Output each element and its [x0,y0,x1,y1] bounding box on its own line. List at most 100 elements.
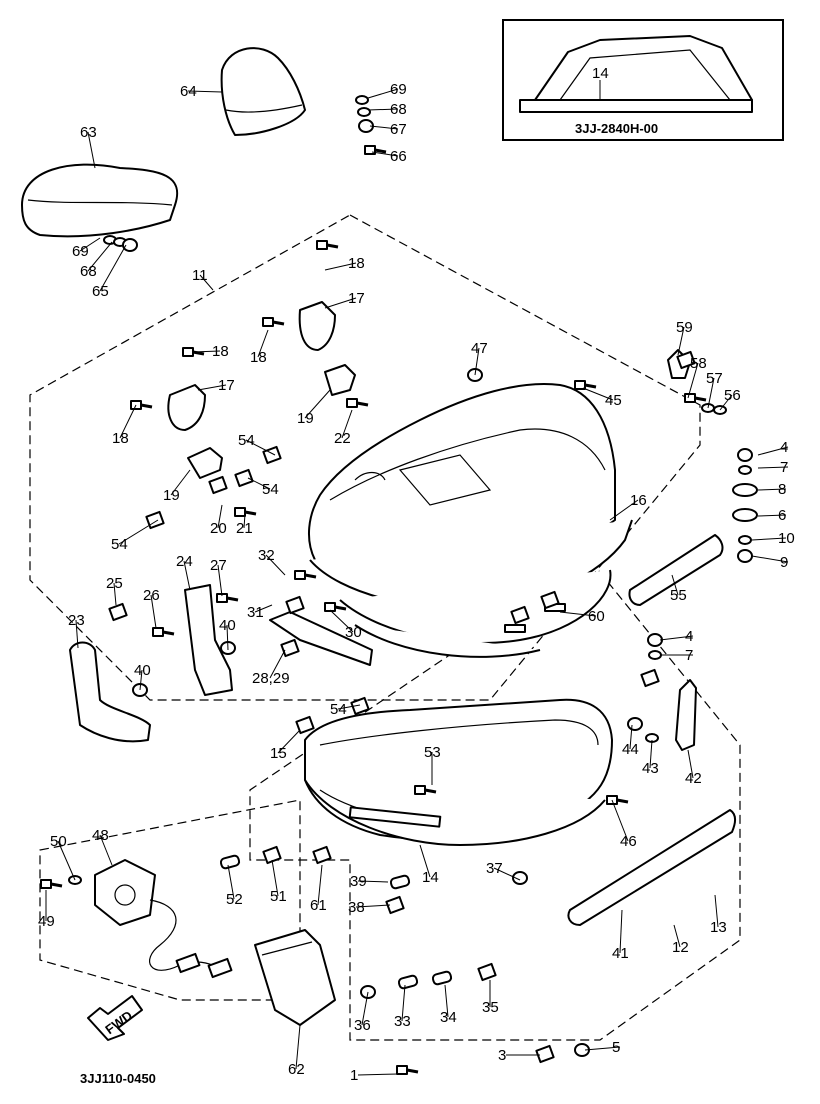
callout-c54b: 54 [262,481,279,498]
callout-c69a: 69 [390,81,407,98]
hardware-washer-55 [357,107,371,117]
leader-c8 [757,488,787,491]
callout-c9: 9 [780,554,788,571]
callout-c64: 64 [180,83,197,100]
leader-c19b [170,469,191,496]
leader-c18a [324,262,357,271]
callout-c4b: 4 [685,628,693,645]
seat-pad-64 [220,47,306,136]
callout-c12: 12 [672,939,689,956]
hardware-bolt-24 [396,1065,419,1075]
callout-c60: 60 [588,608,605,625]
hardware-block-63 [540,590,560,610]
leader-c1 [357,1073,399,1076]
topcase-lid [308,383,633,658]
callout-c36: 36 [354,1017,371,1034]
leader-c18b [257,329,269,358]
leader-c50 [57,840,76,881]
hardware-washer-15 [648,650,662,660]
callout-c21: 21 [236,520,253,537]
leader-c13 [714,894,719,928]
leader-c69b [79,237,101,252]
hardware-clip-32 [219,854,241,870]
hardware-block-50 [280,638,300,658]
hardware-clip-26 [397,974,419,990]
callout-c19a: 19 [297,410,314,427]
leader-c57 [707,377,715,409]
callout-c31: 31 [247,604,264,621]
leader-c23 [75,619,79,649]
callout-c14a: 14 [422,869,439,886]
hardware-bolt-44 [216,593,239,603]
callout-c17b: 17 [218,377,235,394]
leader-c12 [673,924,681,948]
tail-lamp-48 [94,859,233,979]
callout-c26: 26 [143,587,160,604]
callout-c42: 42 [685,770,702,787]
callout-c51: 51 [270,888,287,905]
leader-c18d [119,404,137,439]
bracket-42 [675,679,697,751]
hardware-block-40 [234,468,254,488]
leader-c36 [361,991,369,1026]
callout-c54c: 54 [111,536,128,553]
leader-c66 [371,151,399,157]
hardware-bolt-43 [152,627,175,637]
callout-c68b: 68 [80,263,97,280]
hardware-clip-29 [389,874,411,890]
hardware-block-22 [535,1044,555,1064]
callout-c58: 58 [690,355,707,372]
callout-c7a: 7 [780,459,788,476]
hardware-block-31 [312,845,332,865]
side-trim-41 [567,809,737,926]
callout-c38: 38 [348,899,365,916]
leader-c22 [341,409,353,439]
callout-c39: 39 [350,873,367,890]
callout-c46: 46 [620,833,637,850]
hardware-block-39 [262,445,282,465]
hardware-washer-12 [738,535,752,545]
callout-c40b: 40 [134,662,151,679]
leader-c4a [757,446,789,456]
hardware-bolt-0 [316,240,339,250]
hardware-nut-21 [512,871,528,885]
callout-c20: 20 [210,520,227,537]
hardware-block-30 [385,895,405,915]
leader-c58 [687,362,699,399]
leader-c17b [197,384,227,391]
leader-c52 [227,864,235,900]
callout-c24: 24 [176,553,193,570]
callout-c18d: 18 [112,430,129,447]
callout-c40a: 40 [219,617,236,634]
hardware-washer-9 [738,465,752,475]
hardware-bolt-5 [234,507,257,517]
hardware-bolt-35 [40,879,63,889]
leader-c54a [245,439,276,456]
lever-28-29 [269,611,373,666]
leader-c39 [357,880,389,883]
leader-c27 [217,564,223,597]
callout-c5: 5 [612,1039,620,1056]
leader-c18c [191,350,221,353]
callout-c45: 45 [605,392,622,409]
callout-c11: 11 [192,267,208,284]
leader-c46 [611,799,629,842]
leader-c4b [659,635,694,641]
hardware-nut-13 [737,549,753,563]
hardware-bolt-58 [684,393,707,403]
hardware-washer-54 [355,95,369,105]
lamp-cover-62 [254,929,336,1026]
hardware-grommet-10 [732,483,758,497]
hardware-block-47 [285,595,305,615]
callout-c67: 67 [390,121,407,138]
leader-c51 [271,859,279,897]
callout-c69b: 69 [72,243,89,260]
assembly-outlines [29,214,741,1041]
callout-c4a: 4 [780,439,788,456]
topcase-base [304,698,613,846]
hinge-17-upper [298,301,336,351]
hardware-block-61 [676,350,696,370]
leader-c59 [677,326,685,356]
hardware-block-42 [108,602,128,622]
